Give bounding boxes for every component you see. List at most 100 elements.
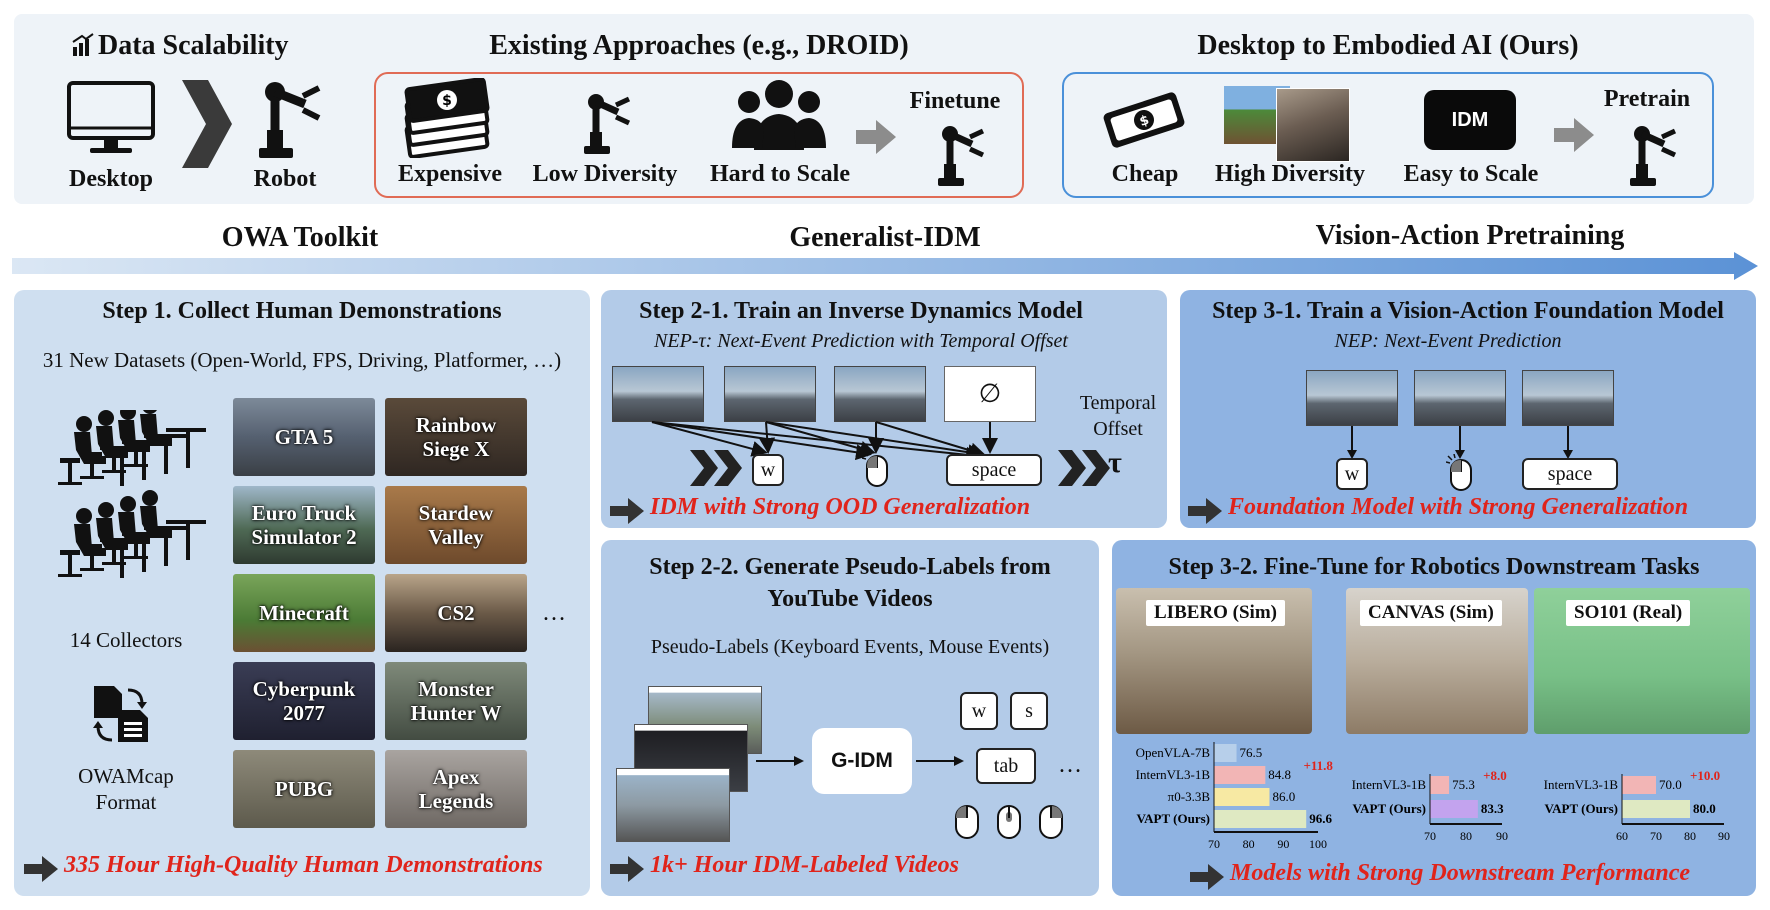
double-chevron-icon <box>1058 450 1110 486</box>
bar-value-label: 86.0 <box>1272 789 1295 804</box>
money-stack-icon: $ <box>404 78 490 158</box>
step3-1-footer: Foundation Model with Strong Generalizat… <box>1228 494 1689 520</box>
key-s: s <box>1010 692 1048 730</box>
key-w: w <box>752 454 784 486</box>
bar <box>1214 810 1307 828</box>
ours-title: Desktop to Embodied AI (Ours) <box>1197 30 1579 61</box>
arrow-right-icon <box>610 856 644 882</box>
arrow-right-icon <box>756 756 804 766</box>
stage-owa-toolkit: OWA Toolkit <box>221 222 379 253</box>
step3-2-footer: Models with Strong Downstream Performanc… <box>1230 860 1691 886</box>
bar-category-label: VAPT (Ours) <box>1352 801 1426 816</box>
x-tick-label: 80 <box>1243 837 1255 851</box>
bar-category-label: InternVL3-1B <box>1136 767 1211 782</box>
arrow-right-icon <box>1188 498 1222 524</box>
format-line2: Format <box>95 790 157 814</box>
step2-2-subtitle: Pseudo-Labels (Keyboard Events, Mouse Ev… <box>650 636 1050 658</box>
bar-value-label: 70.0 <box>1659 777 1682 792</box>
svg-text:$: $ <box>442 93 452 109</box>
people-group-icon <box>732 80 826 150</box>
bar-category-label: π0-3.3B <box>1168 789 1211 804</box>
key-space: space <box>1522 458 1618 490</box>
robot-arm-icon <box>584 94 631 154</box>
x-tick-label: 70 <box>1208 837 1220 851</box>
mouse-click-icon <box>1446 454 1472 491</box>
bar-value-label: 84.8 <box>1268 767 1291 782</box>
bar <box>1622 800 1690 818</box>
existing-approaches-box <box>374 72 1024 198</box>
bar-chart-icon <box>72 33 94 56</box>
bar-category-label: InternVL3-1B <box>1544 777 1619 792</box>
bar <box>1430 800 1478 818</box>
temporal-offset-line1: Temporal <box>1079 392 1157 414</box>
canvas-label: CANVAS (Sim) <box>1360 600 1502 626</box>
arrow-right-icon <box>856 120 896 154</box>
expensive-label: Expensive <box>397 161 502 187</box>
bar-value-label: 83.3 <box>1481 801 1504 816</box>
temporal-offset-line2: Offset <box>1093 418 1143 440</box>
x-tick-label: 60 <box>1616 829 1628 843</box>
bar-category-label: InternVL3-1B <box>1352 777 1427 792</box>
x-tick-label: 80 <box>1684 829 1696 843</box>
bar <box>1430 776 1450 794</box>
robot-arm-icon <box>259 82 321 158</box>
x-tick-label: 90 <box>1277 837 1289 851</box>
cheap-label: Cheap <box>1111 161 1179 187</box>
video-frame <box>1414 370 1506 426</box>
bar <box>1214 766 1266 784</box>
low-diversity-label: Low Diversity <box>532 161 678 187</box>
desktop-icon <box>67 81 155 153</box>
double-chevron-icon <box>690 450 742 486</box>
step3-1-title: Step 3-1. Train a Vision-Action Foundati… <box>1212 298 1724 324</box>
step2-1-title: Step 2-1. Train an Inverse Dynamics Mode… <box>639 298 1083 324</box>
tau-symbol: τ <box>1108 446 1122 479</box>
bar <box>1214 744 1237 762</box>
bar-value-label: 76.5 <box>1240 745 1263 760</box>
arrow-right-icon <box>610 498 644 524</box>
high-diversity-label: High Diversity <box>1215 161 1365 187</box>
mouse-events-icons <box>955 805 1063 839</box>
game-tile: PUBG <box>233 750 375 828</box>
robot-arm-icon <box>938 126 985 186</box>
prediction-arrows <box>651 421 998 463</box>
format-line1: OWAMcap <box>78 764 174 788</box>
fps-game-thumbnail <box>1276 88 1350 162</box>
video-frame <box>1522 370 1614 426</box>
more-games-ellipsis: … <box>542 600 566 626</box>
arrow-right-icon <box>24 856 58 882</box>
ours-box <box>1062 72 1714 198</box>
x-tick-label: 90 <box>1496 829 1508 843</box>
video-frame <box>834 366 926 422</box>
key-w: w <box>960 692 998 730</box>
bar-category-label: VAPT (Ours) <box>1544 801 1618 816</box>
idm-box: IDM <box>1424 90 1516 150</box>
chevron-right-icon <box>182 80 232 168</box>
arrow-right-icon <box>1554 118 1594 152</box>
key-w: w <box>1336 458 1368 490</box>
step2-1-subtitle: NEP-τ: Next-Event Prediction with Tempor… <box>654 330 1068 352</box>
file-format-icon <box>93 686 148 742</box>
desktop-label: Desktop <box>68 166 153 192</box>
null-frame: ∅ <box>944 366 1036 422</box>
arrow-right-icon <box>1190 864 1224 890</box>
data-scalability-title: Data Scalability <box>98 30 289 61</box>
gain-label: +10.0 <box>1690 770 1720 783</box>
bar-value-label: 96.6 <box>1309 811 1332 826</box>
stage-generalist-idm: Generalist-IDM <box>789 222 981 253</box>
hard-to-scale-label: Hard to Scale <box>710 161 850 187</box>
libero-label: LIBERO (Sim) <box>1146 600 1285 626</box>
x-tick-label: 100 <box>1309 837 1327 851</box>
easy-to-scale-label: Easy to Scale <box>1403 161 1539 187</box>
key-space: space <box>946 454 1042 486</box>
robot-label: Robot <box>253 166 317 192</box>
x-tick-label: 70 <box>1650 829 1662 843</box>
bar-value-label: 75.3 <box>1452 777 1475 792</box>
money-bill-icon: $ <box>1103 92 1185 148</box>
svg-text:$: $ <box>1138 113 1151 130</box>
